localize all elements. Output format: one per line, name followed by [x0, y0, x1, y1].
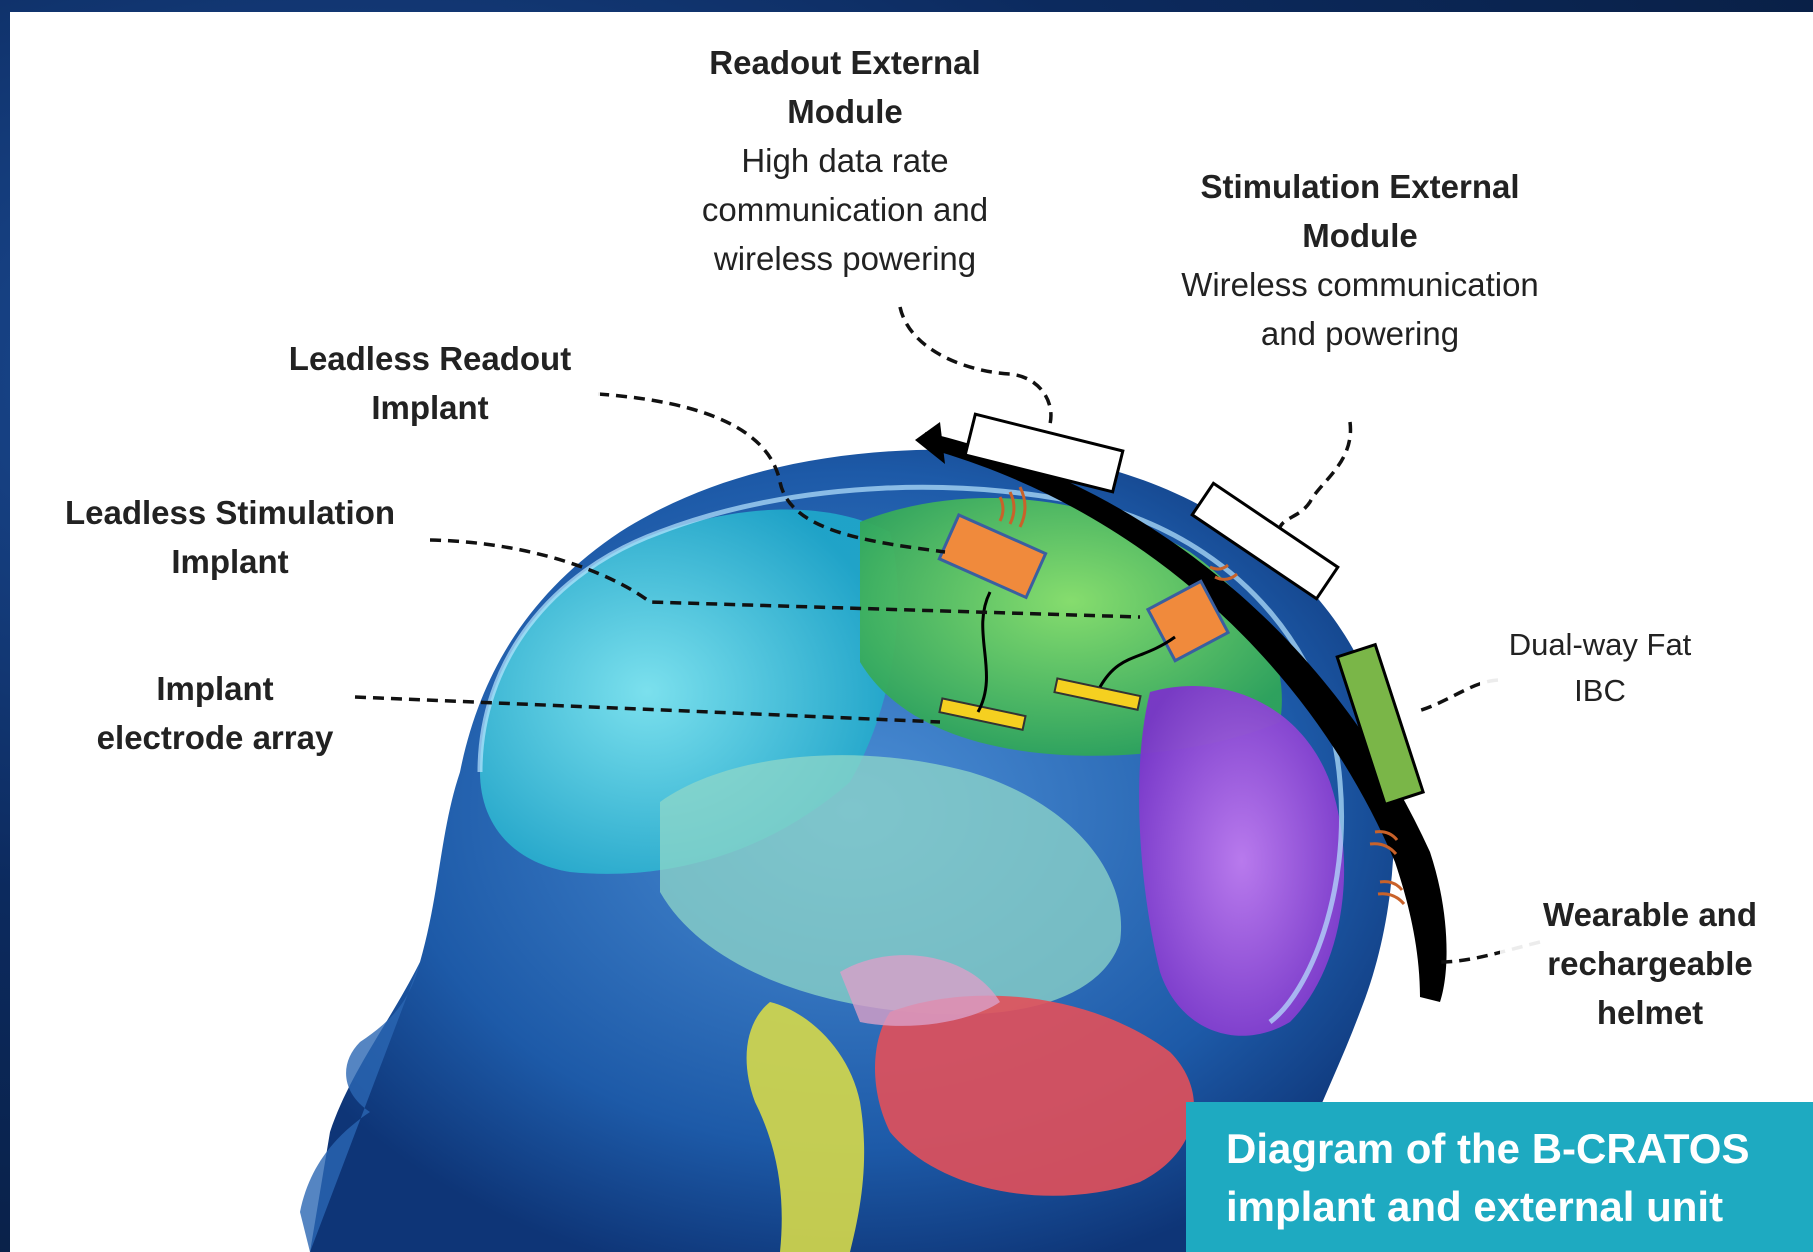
- leadless-stimulation-title: Leadless Stimulation Implant: [30, 488, 430, 586]
- leadless-stimulation-label: Leadless Stimulation Implant: [30, 488, 430, 586]
- helmet-title: Wearable and rechargeable helmet: [1500, 890, 1800, 1037]
- readout-external-label: Readout External Module High data rate c…: [630, 38, 1060, 283]
- readout-external-title: Readout External Module: [630, 38, 1060, 136]
- electrode-array-title: Implant electrode array: [80, 664, 350, 762]
- fat-ibc-desc: Dual-way Fat IBC: [1480, 622, 1720, 714]
- readout-external-desc: High data rate communication and wireles…: [630, 136, 1060, 283]
- leadless-readout-title: Leadless Readout Implant: [260, 334, 600, 432]
- stimulation-external-desc: Wireless communication and powering: [1140, 260, 1580, 358]
- stimulation-external-title: Stimulation External Module: [1140, 162, 1580, 260]
- electrode-array-label: Implant electrode array: [80, 664, 350, 762]
- leadless-readout-label: Leadless Readout Implant: [260, 334, 600, 432]
- stimulation-external-label: Stimulation External Module Wireless com…: [1140, 162, 1580, 358]
- helmet-label: Wearable and rechargeable helmet: [1500, 890, 1800, 1037]
- diagram-panel: Readout External Module High data rate c…: [10, 12, 1813, 1252]
- diagram-caption: Diagram of the B-CRATOS implant and exte…: [1186, 1102, 1813, 1252]
- fat-ibc-label: Dual-way Fat IBC: [1480, 622, 1720, 714]
